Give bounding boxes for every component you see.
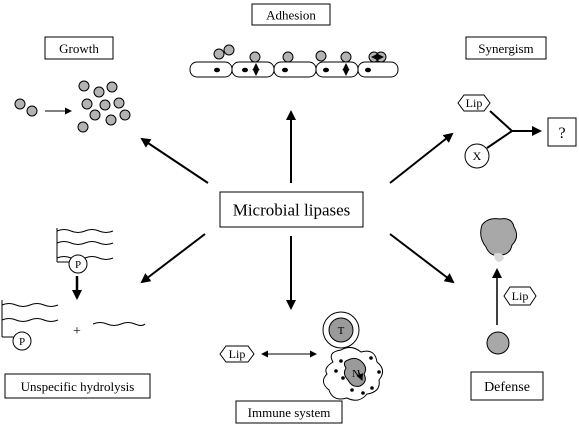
adhering-microbes bbox=[213, 44, 387, 63]
t-cell-label: T bbox=[338, 325, 345, 337]
factor-x-circle bbox=[464, 143, 490, 169]
defense-cell bbox=[486, 331, 510, 355]
hydrolysis-panel: P P + Unspecific hydrolysis bbox=[1, 228, 151, 399]
adhesion-label: Adhesion bbox=[266, 8, 316, 23]
lipase-hexagon-defense bbox=[503, 286, 537, 306]
defense-label: Defense bbox=[484, 380, 530, 395]
arrow-to-synergism bbox=[389, 132, 454, 184]
growth-panel: Growth bbox=[14, 36, 131, 133]
synergism-arrows bbox=[486, 110, 542, 149]
phosphate-circle-bottom bbox=[12, 331, 32, 351]
hydrolysis-label: Unspecific hydrolysis bbox=[21, 379, 135, 394]
lipase-label: Lip bbox=[466, 96, 483, 110]
adhesion-binding-arrows bbox=[252, 53, 384, 76]
cell-nuclei bbox=[214, 67, 371, 73]
arrow-to-hydrolysis bbox=[140, 233, 206, 284]
t-cell-nucleus bbox=[328, 317, 354, 343]
phosphate-label-bottom: P bbox=[19, 336, 25, 348]
arrow-to-growth bbox=[140, 137, 209, 184]
macrophage-granules bbox=[334, 356, 381, 395]
lipid-chains-top bbox=[56, 228, 114, 263]
center-box: Microbial lipases bbox=[219, 191, 364, 228]
lipase-label-defense: Lip bbox=[512, 289, 529, 303]
center-label: Microbial lipases bbox=[233, 201, 351, 220]
lipid-chains-bottom bbox=[1, 300, 146, 338]
immune-label: Immune system bbox=[248, 405, 331, 420]
lipase-hexagon-immune bbox=[219, 345, 255, 363]
phosphate-label-top: P bbox=[75, 259, 81, 271]
macrophage-label: N bbox=[352, 368, 360, 380]
defense-panel: Lip Defense bbox=[470, 218, 544, 401]
immune-panel: Lip T N Immune system bbox=[219, 311, 383, 424]
lipase-hexagon bbox=[457, 94, 491, 112]
secretion-light bbox=[494, 253, 504, 262]
adhesion-panel: Adhesion bbox=[189, 3, 399, 78]
plus-sign: + bbox=[73, 324, 81, 339]
question-label: ? bbox=[558, 125, 565, 142]
factor-x-label: X bbox=[473, 149, 482, 163]
growth-microbes bbox=[14, 80, 131, 133]
phosphate-circle-top bbox=[68, 254, 88, 274]
lipase-label-immune: Lip bbox=[229, 347, 246, 361]
secretion-blob bbox=[480, 218, 518, 256]
growth-label: Growth bbox=[59, 41, 99, 56]
arrow-to-defense bbox=[389, 233, 455, 284]
synergism-panel: Synergism Lip X ? bbox=[457, 36, 577, 169]
radial-arrows bbox=[140, 110, 455, 310]
synergism-label: Synergism bbox=[478, 41, 533, 56]
unknown-result-box bbox=[547, 117, 577, 147]
